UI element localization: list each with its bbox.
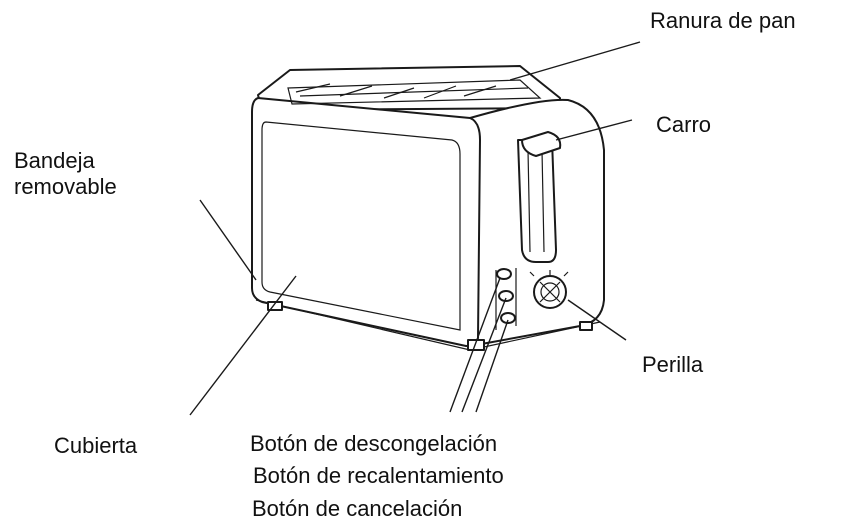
foot-left <box>267 301 283 311</box>
callout-defrost <box>449 277 501 413</box>
callout-bread-slot <box>509 41 641 81</box>
callout-knob <box>567 299 627 341</box>
label-defrost-button: Botón de descongelación <box>250 431 498 456</box>
toaster-body <box>251 65 605 351</box>
label-removable-tray-line1: Bandeja <box>14 148 95 173</box>
label-removable-tray-line2: removable <box>14 174 117 199</box>
foot-front <box>467 339 485 351</box>
browning-knob <box>529 270 569 309</box>
callout-carriage <box>555 119 633 141</box>
carriage-lever <box>517 131 562 263</box>
label-cancel-button: Botón de cancelación <box>252 496 463 521</box>
bread-slots <box>287 79 542 105</box>
control-buttons <box>495 268 517 330</box>
label-cover: Cubierta <box>54 433 138 458</box>
callout-reheat <box>461 297 507 413</box>
callout-cover <box>189 275 297 416</box>
label-knob: Perilla <box>642 352 704 377</box>
foot-right <box>579 321 593 331</box>
label-bread-slot: Ranura de pan <box>650 8 796 33</box>
label-carriage: Carro <box>656 112 712 137</box>
label-reheat-button: Botón de recalentamiento <box>253 463 504 488</box>
label-removable-tray: Bandeja removable <box>14 148 117 200</box>
callout-tray <box>199 199 257 281</box>
callout-lines <box>189 41 641 416</box>
callout-cancel <box>475 319 509 413</box>
